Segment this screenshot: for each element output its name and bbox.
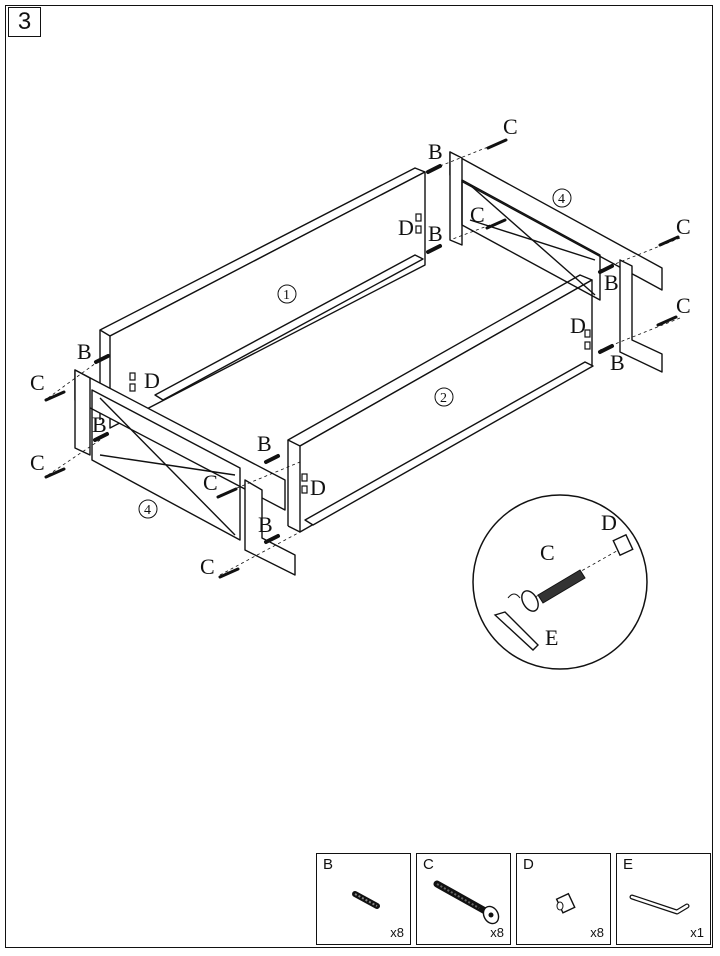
- dowel-icon: [352, 891, 380, 909]
- part-letter: C: [423, 856, 434, 873]
- label-b-6: B: [92, 412, 107, 437]
- label-c-4: C: [676, 293, 691, 318]
- panel-number-1: 1: [283, 288, 290, 303]
- part-quantity: x8: [390, 925, 404, 940]
- left-end-left-leg: [74, 369, 91, 456]
- detail-label-d: D: [601, 510, 617, 535]
- front-stretcher: [304, 361, 594, 526]
- detail-label-e: E: [545, 625, 558, 650]
- label-c-7: C: [203, 470, 218, 495]
- panel-number-2: 2: [440, 391, 447, 406]
- allen-key-icon: [629, 894, 690, 915]
- label-c-6: C: [30, 450, 45, 475]
- label-c-5: C: [30, 370, 45, 395]
- detail-label-c: C: [540, 540, 555, 565]
- part-quantity: x8: [590, 925, 604, 940]
- part-box-e: E x1: [616, 853, 711, 945]
- part-quantity: x8: [490, 925, 504, 940]
- label-b-7: B: [257, 431, 272, 456]
- label-d-4: D: [310, 475, 326, 500]
- bolt-icon: [433, 880, 500, 925]
- left-end-right-leg: [244, 479, 296, 576]
- part-box-c: C x8: [416, 853, 511, 945]
- label-b-5: B: [77, 339, 92, 364]
- panel-number-4-right: 4: [558, 192, 565, 207]
- label-d-1: D: [398, 215, 414, 240]
- part-letter: B: [323, 856, 334, 873]
- label-d-3: D: [144, 368, 160, 393]
- label-b-4: B: [610, 350, 625, 375]
- step-number-box: 3: [8, 7, 41, 37]
- part-letter: E: [623, 856, 634, 873]
- label-b-2: B: [428, 221, 443, 246]
- label-b-3: B: [604, 270, 619, 295]
- label-c-3: C: [676, 214, 691, 239]
- label-c-8: C: [200, 554, 215, 579]
- detail-allen-key-icon: [493, 611, 539, 651]
- right-end-left-leg: [449, 151, 463, 246]
- label-d-2: D: [570, 313, 586, 338]
- right-end-right-leg: [619, 259, 663, 373]
- label-b-8: B: [258, 512, 273, 537]
- part-quantity: x1: [690, 925, 704, 940]
- right-end-x-panel: [461, 179, 601, 301]
- panel-number-4-left: 4: [144, 503, 151, 518]
- part-box-d: D x8: [516, 853, 611, 945]
- detail-barrel-nut-icon: [612, 533, 634, 557]
- label-b-1: B: [428, 139, 443, 164]
- back-stretcher: [154, 254, 424, 401]
- label-c-1: C: [503, 114, 518, 139]
- label-c-2: C: [470, 202, 485, 227]
- detail-bolt-icon: [521, 569, 586, 612]
- part-box-b: B x8: [316, 853, 411, 945]
- part-letter: D: [523, 856, 534, 873]
- page-frame: [5, 5, 713, 948]
- left-end-x-panel: [91, 389, 241, 541]
- barrel-nut-icon: [555, 892, 576, 914]
